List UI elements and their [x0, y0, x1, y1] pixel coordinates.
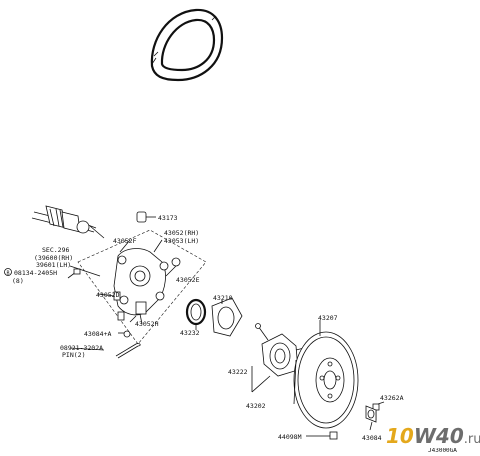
label-43232: 43232 — [180, 329, 200, 337]
label-43053-lh: 43053(LH) — [164, 237, 199, 245]
watermark-part2: W40 — [413, 424, 464, 448]
label-43052-rh: 43052(RH) — [164, 229, 199, 237]
bolt-08134: B — [4, 268, 81, 279]
label-bolt-qty: (8) — [12, 277, 24, 285]
hub-43202 — [261, 333, 305, 377]
watermark-part1: 10 — [386, 424, 414, 448]
label-43084a: 43084+A — [84, 330, 111, 338]
label-43052h: 43052H — [135, 320, 159, 328]
svg-text:B: B — [7, 271, 10, 277]
watermark-logo: 10W40.ru — [386, 424, 480, 448]
label-43207: 43207 — [318, 314, 338, 322]
hub-bolt — [255, 323, 269, 341]
snap-ring-43210 — [211, 297, 243, 337]
label-43173: 43173 — [158, 214, 178, 222]
label-43262a: 43262A — [380, 394, 404, 402]
label-pin-qty: PIN(2) — [62, 351, 85, 359]
knuckle-assembly — [77, 229, 207, 345]
seal-43232 — [185, 298, 207, 326]
screw-44098m — [322, 431, 338, 440]
label-43210: 43210 — [213, 294, 233, 302]
drawing-number: J43000GA — [428, 447, 457, 454]
cotter-pin — [115, 343, 141, 359]
seal-ring-top — [150, 8, 224, 82]
label-08921: 08921-3202A — [60, 344, 103, 352]
label-43052d: 43052D — [96, 291, 120, 299]
label-sec-39600: (39600(RH) — [34, 254, 73, 262]
nut-43084a — [123, 330, 131, 338]
label-08134: 08134-2405H — [14, 269, 57, 277]
label-44098m: 44098M — [278, 433, 302, 441]
callouts: 43173 43052F 43052(RH) 43053(LH) SEC.296… — [12, 214, 457, 454]
nut-43084 — [365, 405, 377, 423]
brake-rotor-43207 — [293, 331, 359, 429]
label-43052e: 43052E — [176, 276, 200, 284]
label-43052f-a: 43052F — [113, 237, 137, 245]
label-43084: 43084 — [362, 434, 382, 442]
watermark-part3: .ru — [463, 432, 480, 447]
label-43202: 43202 — [246, 402, 266, 410]
label-43222: 43222 — [228, 368, 248, 376]
label-sec-39601: 39601(LH) — [36, 261, 71, 269]
drive-shaft — [31, 205, 105, 239]
label-sec-296: SEC.296 — [42, 246, 69, 254]
leader-lines — [69, 239, 385, 437]
bushing-43173 — [136, 211, 156, 223]
